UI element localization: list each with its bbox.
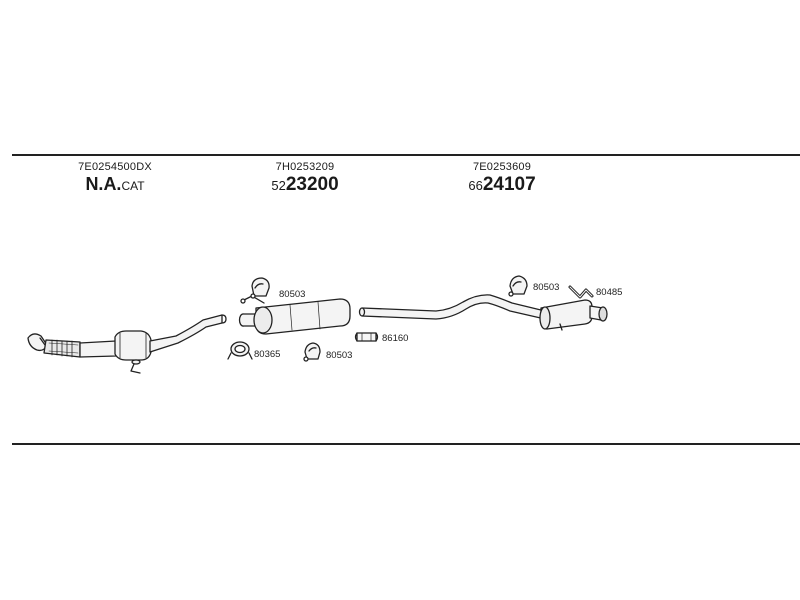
top-divider xyxy=(12,154,800,156)
clamp-icon[interactable] xyxy=(508,275,528,297)
reference-number: 5223200 xyxy=(271,174,339,195)
rubber-hanger-icon[interactable] xyxy=(568,285,594,299)
front-pipe-with-catalyst[interactable] xyxy=(27,314,227,374)
section-rear-muffler[interactable]: 7E0253609 6624107 xyxy=(447,161,557,196)
ring-clamp-icon[interactable] xyxy=(227,341,253,360)
connector-sleeve-icon[interactable] xyxy=(354,332,379,342)
front-muffler[interactable] xyxy=(238,295,351,335)
reference-number: 6624107 xyxy=(468,174,536,195)
section-front-pipe-cat[interactable]: 7E0254500DX N.A.CAT xyxy=(55,161,175,195)
clamp-icon[interactable] xyxy=(250,277,270,299)
part-number: 7H0253209 xyxy=(275,161,335,173)
callout-label: 86160 xyxy=(382,333,408,344)
rear-muffler[interactable] xyxy=(539,299,608,331)
callout-label: 80503 xyxy=(279,289,305,300)
bottom-divider xyxy=(12,443,800,445)
part-number: 7E0254500DX xyxy=(78,161,152,173)
callout-label: 80503 xyxy=(326,350,352,361)
middle-pipe[interactable] xyxy=(358,294,546,320)
callout-label: 80503 xyxy=(533,282,559,293)
section-front-muffler[interactable]: 7H0253209 5223200 xyxy=(250,161,360,196)
clamp-icon[interactable] xyxy=(303,342,321,362)
callout-label: 80365 xyxy=(254,349,280,360)
part-number: 7E0253609 xyxy=(472,161,532,173)
callout-label: 80485 xyxy=(596,287,622,298)
part-title: N.A.CAT xyxy=(85,174,145,194)
